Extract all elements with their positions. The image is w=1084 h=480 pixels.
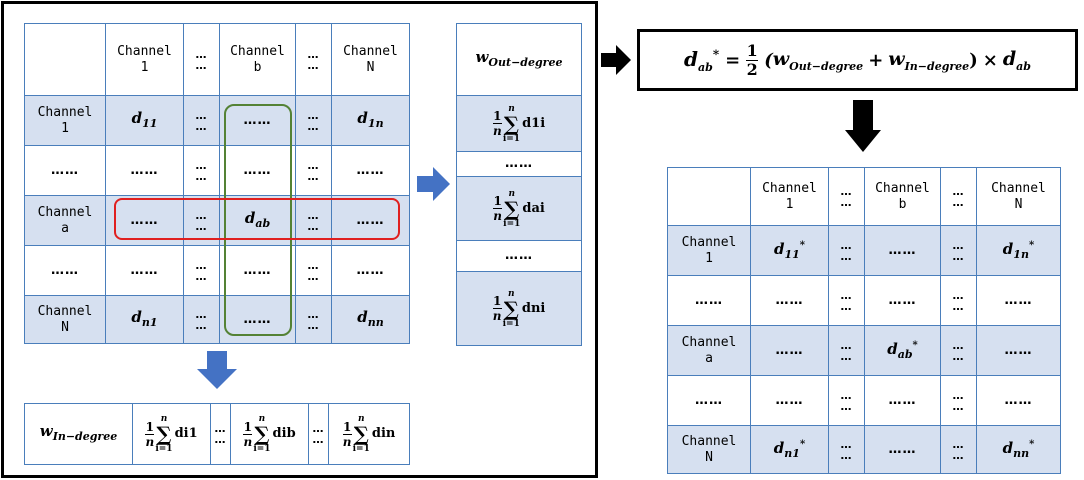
down-arrow-icon [197, 351, 237, 389]
result-cell-ellipsis: …… [940, 325, 977, 376]
left-panel-frame [1, 1, 598, 478]
result-col-ellipsis: …… [940, 167, 977, 226]
result-cell-ellipsis: …… [940, 275, 977, 326]
down-arrow-black-icon [845, 100, 881, 152]
out-degree-header: wOut−degree [456, 23, 582, 96]
matrix-cell-ellipsis: …… [295, 245, 332, 296]
matrix-cell: dnn [331, 295, 410, 344]
result-cell-ellipsis: …… [828, 425, 865, 474]
matrix-cell-ellipsis: …… [183, 95, 220, 146]
result-cell: …… [976, 375, 1061, 426]
result-cell: …… [750, 375, 829, 426]
in-degree-ellipsis: …… [210, 403, 231, 465]
matrix-cell: …… [331, 245, 410, 296]
result-cell: dn1* [750, 425, 829, 474]
matrix-cell-ellipsis: …… [295, 295, 332, 344]
matrix-cell-ellipsis: …… [295, 145, 332, 196]
matrix-cell: dn1 [105, 295, 184, 344]
result-cell: …… [864, 375, 941, 426]
matrix-cell: …… [105, 245, 184, 296]
matrix-row-header: …… [24, 145, 106, 196]
result-cell: d11* [750, 225, 829, 276]
result-row-header: …… [667, 375, 751, 426]
matrix-cell-ellipsis: …… [183, 295, 220, 344]
result-corner-cell [667, 167, 751, 226]
matrix-cell: …… [105, 145, 184, 196]
result-cell: …… [750, 275, 829, 326]
out-degree-ellipsis: …… [456, 240, 582, 272]
matrix-col-ellipsis: …… [183, 23, 220, 96]
row-a-highlight [114, 198, 400, 240]
result-cell-ellipsis: …… [828, 225, 865, 276]
result-cell: …… [750, 325, 829, 376]
matrix-cell: d1n [331, 95, 410, 146]
result-cell: dnn* [976, 425, 1061, 474]
result-col-ellipsis: …… [828, 167, 865, 226]
in-degree-label: wIn−degree [24, 403, 133, 465]
result-cell-ellipsis: …… [828, 275, 865, 326]
result-cell: …… [864, 275, 941, 326]
matrix-cell-ellipsis: …… [183, 145, 220, 196]
result-cell: …… [976, 275, 1061, 326]
column-b-highlight [224, 104, 292, 336]
result-cell-ellipsis: …… [940, 225, 977, 276]
result-cell-ellipsis: …… [940, 425, 977, 474]
matrix-cell: dab [219, 195, 296, 246]
result-cell: dab* [864, 325, 941, 376]
matrix-cell-ellipsis: …… [183, 245, 220, 296]
right-arrow-icon [417, 167, 450, 201]
result-cell: …… [864, 225, 941, 276]
matrix-col-ellipsis: …… [295, 23, 332, 96]
result-cell-ellipsis: …… [940, 375, 977, 426]
matrix-cell-ellipsis: …… [295, 95, 332, 146]
result-cell: …… [864, 425, 941, 474]
result-row-header: …… [667, 275, 751, 326]
matrix-cell: …… [331, 145, 410, 196]
result-cell: d1n* [976, 225, 1061, 276]
result-cell-ellipsis: …… [828, 375, 865, 426]
right-arrow-black-icon [601, 45, 631, 75]
result-cell-ellipsis: …… [828, 325, 865, 376]
matrix-cell: d11 [105, 95, 184, 146]
matrix-corner-cell [24, 23, 106, 96]
out-degree-ellipsis: …… [456, 151, 582, 177]
result-cell: …… [976, 325, 1061, 376]
matrix-row-header: …… [24, 245, 106, 296]
matrix-cell-ellipsis: …… [295, 195, 332, 246]
in-degree-ellipsis: …… [308, 403, 329, 465]
